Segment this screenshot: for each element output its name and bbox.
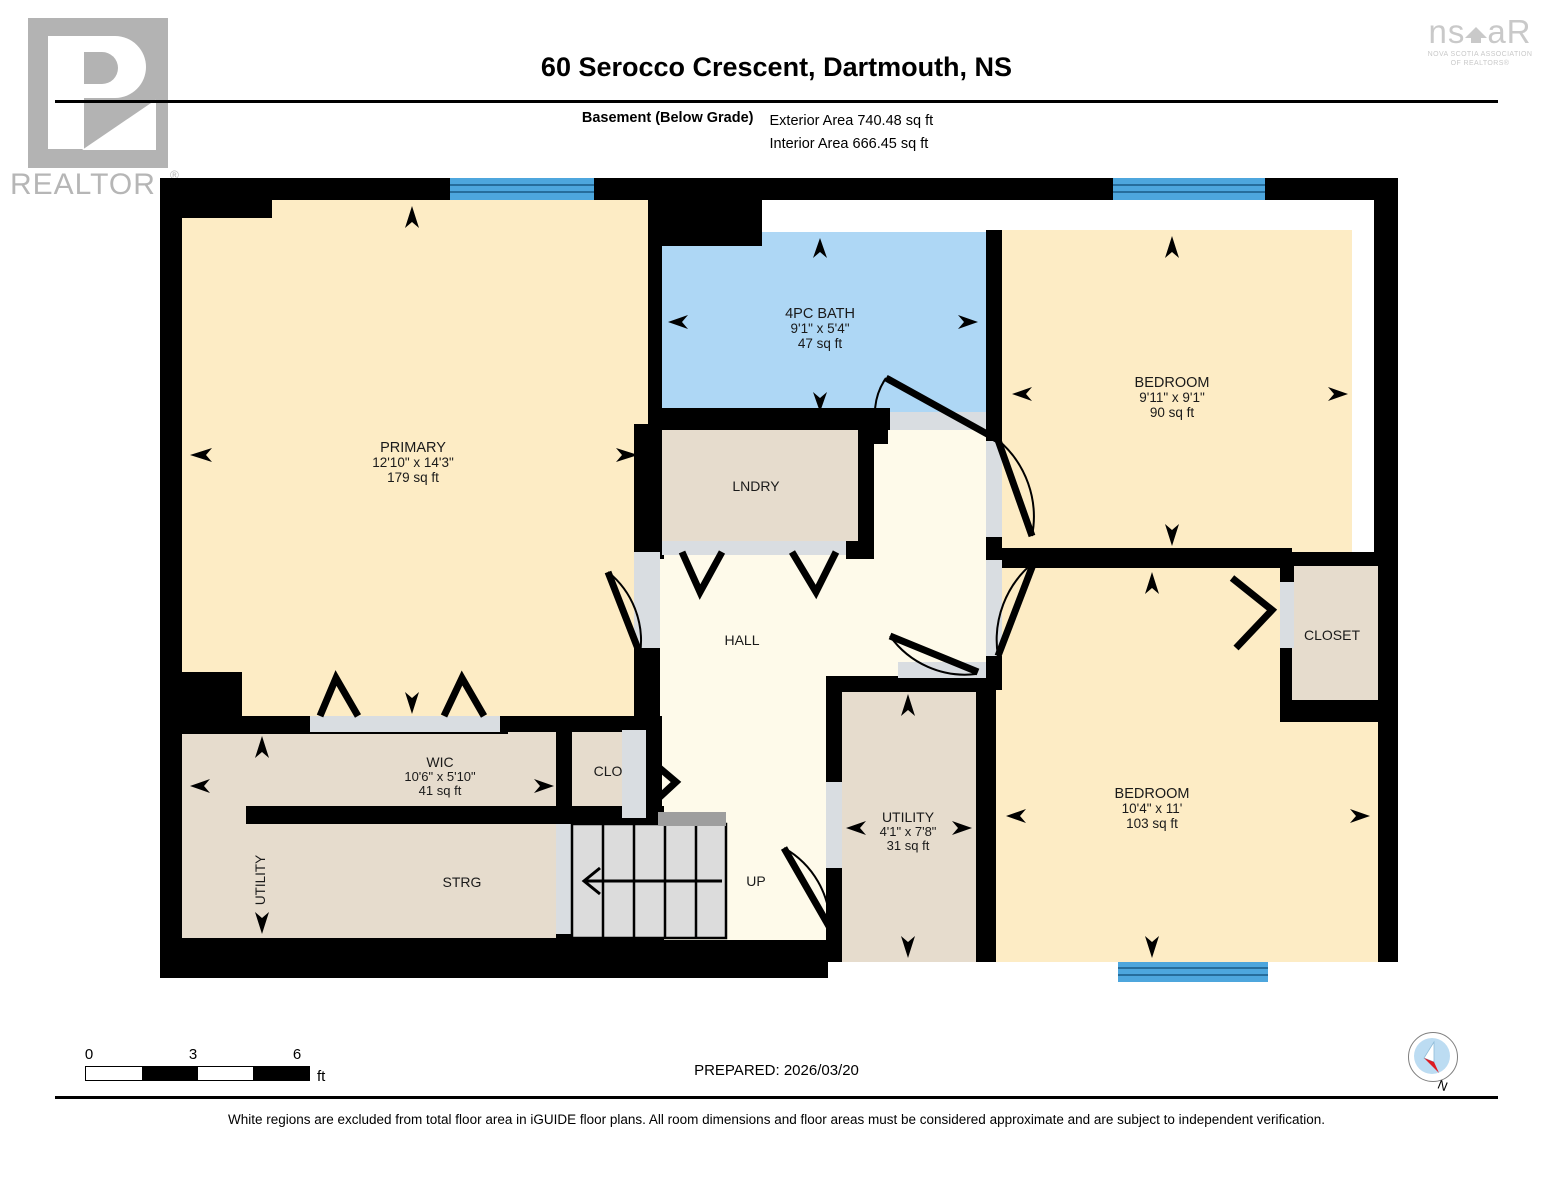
room-label-wic-name: WIC	[426, 754, 453, 770]
room-label-utility-center-dims: 4'1" x 7'8"	[880, 824, 937, 839]
room-label-bedroom-upper-name: BEDROOM	[1135, 375, 1210, 391]
exterior-area: Exterior Area 740.48 sq ft	[769, 113, 934, 129]
interior-area: Interior Area 666.45 sq ft	[769, 136, 929, 152]
room-wic-utility	[182, 730, 566, 938]
room-label-wic-dims: 10'6" x 5'10"	[404, 769, 476, 784]
room-lndry	[658, 428, 858, 541]
room-label-primary-dims: 12'10" x 14'3"	[372, 455, 454, 470]
scale-bar-ticks: 0 3 6	[85, 1046, 310, 1066]
room-label-bedroom-upper-dims: 9'11" x 9'1"	[1139, 390, 1205, 405]
footer-divider	[55, 1096, 1498, 1099]
room-labels: PRIMARY 12'10" x 14'3" 179 sq ft 4PC BAT…	[253, 306, 1360, 905]
room-label-wic-area: 41 sq ft	[419, 783, 462, 798]
realtor-logo-text: REALTOR	[10, 168, 156, 201]
scale-tick-0: 0	[84, 1046, 94, 1063]
dimension-arrows	[190, 206, 1370, 958]
nsar-logo-ar: aR	[1487, 13, 1532, 50]
room-label-bath-name: 4PC BATH	[785, 306, 855, 322]
room-label-bedroom-lower-dims: 10'4" x 11'	[1122, 801, 1183, 816]
compass-needle-icon	[1423, 1040, 1439, 1073]
windows	[450, 178, 1268, 982]
realtor-logo-hole	[84, 52, 118, 84]
disclaimer-text: White regions are excluded from total fl…	[227, 1112, 1326, 1127]
room-label-bath-dims: 9'1" x 5'4"	[790, 321, 849, 336]
scale-tick-6: 6	[292, 1046, 302, 1063]
realtor-logo-bar	[48, 36, 84, 149]
scale-bar: 0 3 6 ft	[85, 1046, 326, 1085]
room-strg	[352, 822, 566, 938]
room-label-hall: HALL	[724, 632, 759, 648]
page-title: 60 Serocco Crescent, Dartmouth, NS	[540, 52, 1013, 82]
scale-seg-4	[253, 1067, 309, 1080]
scale-tick-3: 3	[188, 1046, 198, 1063]
realtor-logo: REALTOR ®	[8, 10, 179, 201]
room-label-utility-center-area: 31 sq ft	[887, 838, 930, 853]
excluded-white-regions	[762, 200, 1374, 552]
room-closet	[1288, 566, 1378, 718]
nsar-logo-subtitle-line1: NOVA SCOTIA ASSOCIATION	[1427, 51, 1533, 58]
room-label-bath-area: 47 sq ft	[798, 336, 843, 351]
room-label-primary-area: 179 sq ft	[387, 470, 439, 485]
floor-label: Basement (Below Grade)	[581, 110, 754, 126]
window-top-left	[450, 178, 594, 200]
stairs	[570, 812, 728, 940]
scale-bar-graphic	[85, 1066, 310, 1081]
room-label-closet: CLOSET	[1304, 627, 1360, 643]
window-top-right	[1113, 178, 1265, 200]
room-label-stairs-up: UP	[746, 873, 765, 889]
room-label-bedroom-upper-area: 90 sq ft	[1150, 405, 1195, 420]
room-4pc-bath	[660, 232, 992, 424]
realtor-logo-registered-mark: ®	[170, 168, 179, 182]
room-label-lndry: LNDRY	[732, 478, 780, 494]
window-bottom-right	[1118, 962, 1268, 982]
scale-seg-2	[141, 1067, 198, 1080]
compass-rose: N	[1408, 1032, 1458, 1094]
door-openings	[310, 412, 1294, 934]
scale-unit-label: ft	[317, 1068, 326, 1085]
room-label-utility-center-name: UTILITY	[882, 809, 935, 825]
room-label-bedroom-lower-area: 103 sq ft	[1126, 816, 1178, 831]
nsar-logo-subtitle: NOVA SCOTIA ASSOCIATION OF REALTORS®	[1417, 50, 1543, 68]
nsar-logo-subtitle-line2: OF REALTORS®	[1450, 60, 1510, 67]
nsar-logo-ns: ns	[1428, 13, 1466, 50]
room-label-clo: CLO	[594, 763, 623, 779]
room-primary	[182, 200, 648, 728]
house-roof-icon	[1465, 25, 1488, 45]
prepared-date: PREPARED: 2026/03/20	[694, 1062, 859, 1079]
floor-summary: Basement (Below Grade) Exterior Area 740…	[0, 110, 1553, 156]
title-divider	[55, 100, 1498, 103]
room-bedroom-upper	[1000, 230, 1352, 552]
room-label-bedroom-lower-name: BEDROOM	[1115, 786, 1190, 802]
room-label-utility-left: UTILITY	[253, 855, 268, 905]
room-label-primary-name: PRIMARY	[380, 440, 446, 456]
room-label-strg: STRG	[443, 874, 482, 890]
door-swings	[316, 374, 1278, 930]
